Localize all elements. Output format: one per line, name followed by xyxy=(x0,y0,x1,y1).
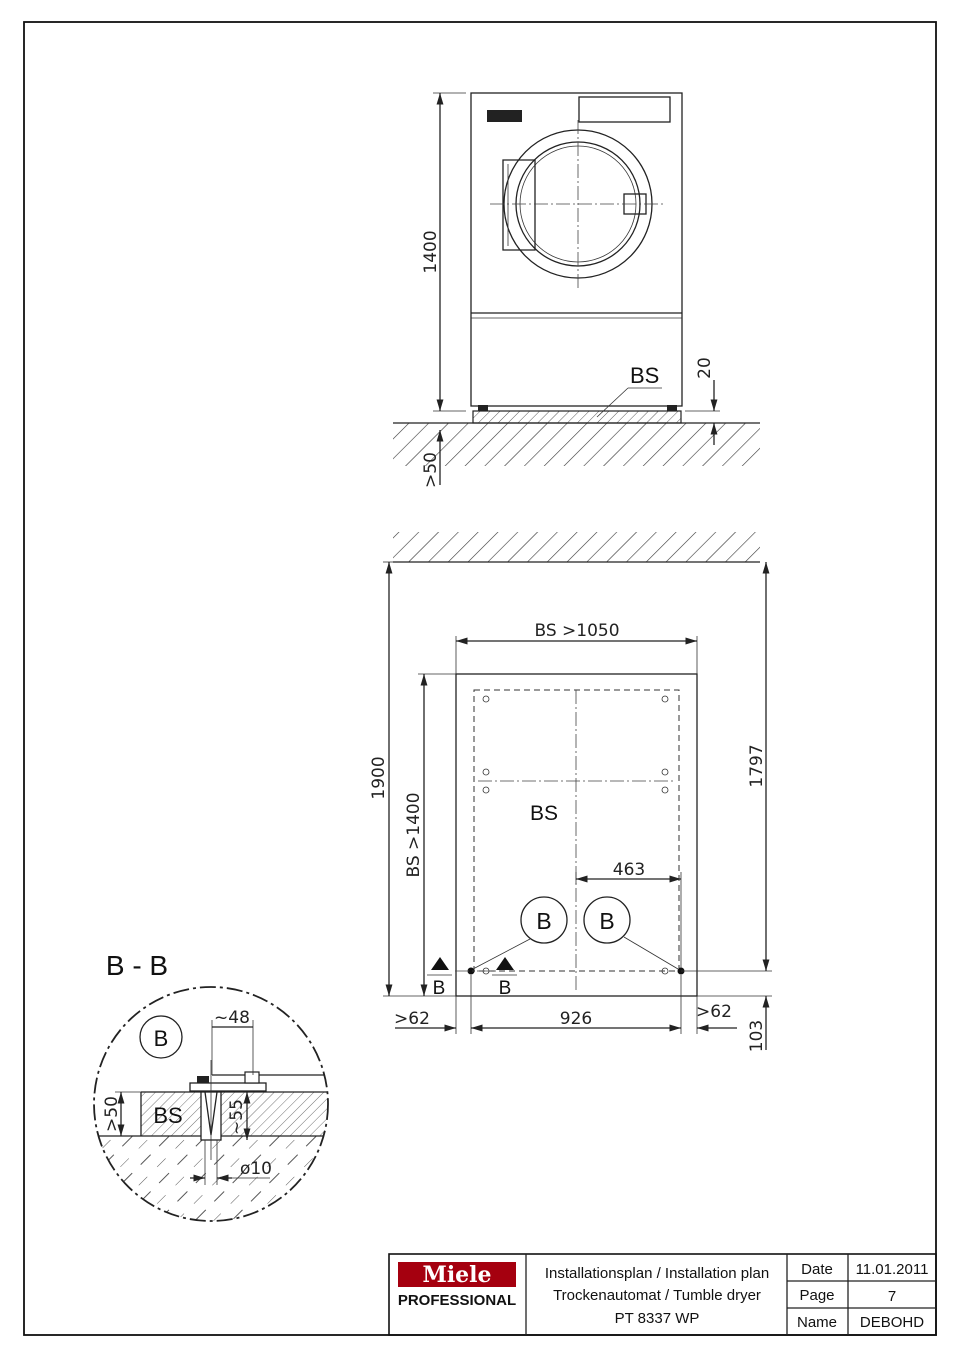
plan-view: BS B B B B BS >1050 1900 BS >1400 xyxy=(369,532,772,1052)
base xyxy=(472,410,682,424)
dim-width: 926 xyxy=(560,1009,592,1029)
front-view: 1400 >50 20 BS xyxy=(393,92,760,488)
dim-50: >50 xyxy=(102,1096,122,1132)
name-label: Name xyxy=(797,1314,837,1331)
logo-subtitle: PROFESSIONAL xyxy=(398,1292,516,1309)
foot-left xyxy=(478,405,488,411)
miele-logo xyxy=(398,1262,516,1287)
section-bb: B - B B ~48 ~55 >50 B xyxy=(93,950,329,1222)
dim-front-offset: 103 xyxy=(747,1020,767,1052)
control-panel-display xyxy=(578,96,671,123)
dim-right-depth: 1797 xyxy=(747,744,767,787)
dim-base-depth: BS >1400 xyxy=(404,792,424,877)
date-value: 11.01.2011 xyxy=(856,1261,929,1278)
dim-48: ~48 xyxy=(214,1008,250,1028)
product-type: Trockenautomat / Tumble dryer xyxy=(553,1287,761,1304)
base-outline xyxy=(455,673,698,997)
detail-marker-left xyxy=(520,896,568,944)
floor-hatch xyxy=(393,423,760,466)
page-value: 7 xyxy=(888,1288,896,1305)
front-base-label: BS xyxy=(630,363,659,388)
svg-text:B: B xyxy=(536,908,551,934)
door-hinge xyxy=(502,159,536,251)
foot-marks xyxy=(482,695,669,975)
name-value: DEBOHD xyxy=(860,1314,924,1331)
wall-hatch xyxy=(393,532,760,562)
dim-overall-depth: 1900 xyxy=(369,756,389,799)
dim-floor: >50 xyxy=(421,452,441,488)
section-marker xyxy=(139,1015,183,1059)
foot-right xyxy=(667,405,677,411)
section-base-label: BS xyxy=(153,1103,182,1128)
section-title: B - B xyxy=(106,950,168,981)
section-arrow-right xyxy=(496,957,514,970)
detail-marker-right xyxy=(583,896,631,944)
model-number: PT 8337 WP xyxy=(615,1310,700,1327)
plan-base-label: BS xyxy=(530,802,558,825)
dim-left-clearance: >62 xyxy=(394,1009,430,1029)
cabinet-logo xyxy=(487,110,522,122)
plan-title: Installationsplan / Installation plan xyxy=(545,1265,769,1282)
page-label: Page xyxy=(799,1287,834,1304)
dim-base-width: BS >1050 xyxy=(534,621,619,641)
dim-height: 1400 xyxy=(421,230,441,273)
machine-footprint xyxy=(473,689,680,972)
dim-diameter: ø10 xyxy=(240,1159,272,1179)
section-arrow-left xyxy=(431,957,449,970)
dim-right-clearance: >62 xyxy=(696,1002,732,1022)
anchor-left xyxy=(467,967,475,975)
svg-text:B: B xyxy=(499,978,512,999)
dim-anchor-spacing: 463 xyxy=(613,860,645,880)
title-block: Miele PROFESSIONAL Installationsplan / I… xyxy=(388,1253,937,1336)
svg-text:B: B xyxy=(154,1026,169,1051)
dim-55: ~55 xyxy=(227,1099,247,1135)
svg-text:Miele: Miele xyxy=(422,1262,491,1288)
svg-text:B: B xyxy=(433,978,446,999)
dim-base-height: 20 xyxy=(695,357,715,379)
date-label: Date xyxy=(801,1261,833,1278)
svg-text:B: B xyxy=(599,908,614,934)
cabinet xyxy=(470,92,683,407)
detail-circle xyxy=(93,986,329,1222)
